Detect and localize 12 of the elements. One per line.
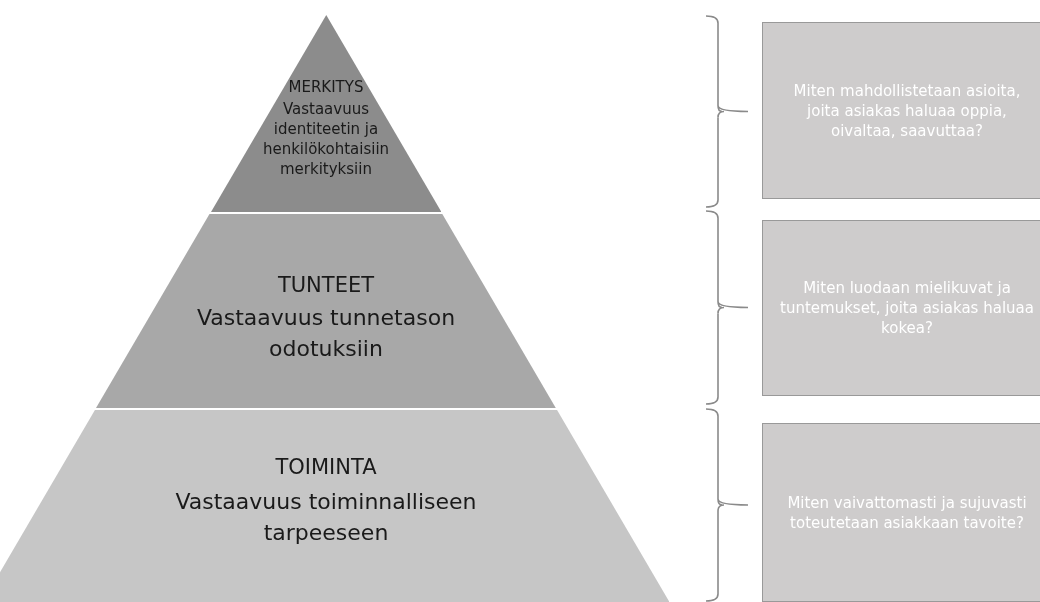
level-description: Vastaavuus toiminnalliseen tarpeeseen <box>174 488 478 547</box>
pyramid-level <box>0 410 670 602</box>
question-box <box>762 22 1040 199</box>
pyramid-level <box>96 214 556 408</box>
pyramid-level <box>210 15 442 212</box>
level-heading: TUNTEET <box>277 272 375 299</box>
level-heading: TOIMINTA <box>275 454 377 481</box>
level-heading: MERKITYS <box>288 77 364 97</box>
level-description: Vastaavuus identiteetin ja henkilökohtaisiin merkityksiin <box>261 99 391 179</box>
level-description: Vastaavuus tunnetason odotuksiin <box>195 304 457 363</box>
question-box <box>762 220 1040 396</box>
question-box <box>762 423 1040 602</box>
